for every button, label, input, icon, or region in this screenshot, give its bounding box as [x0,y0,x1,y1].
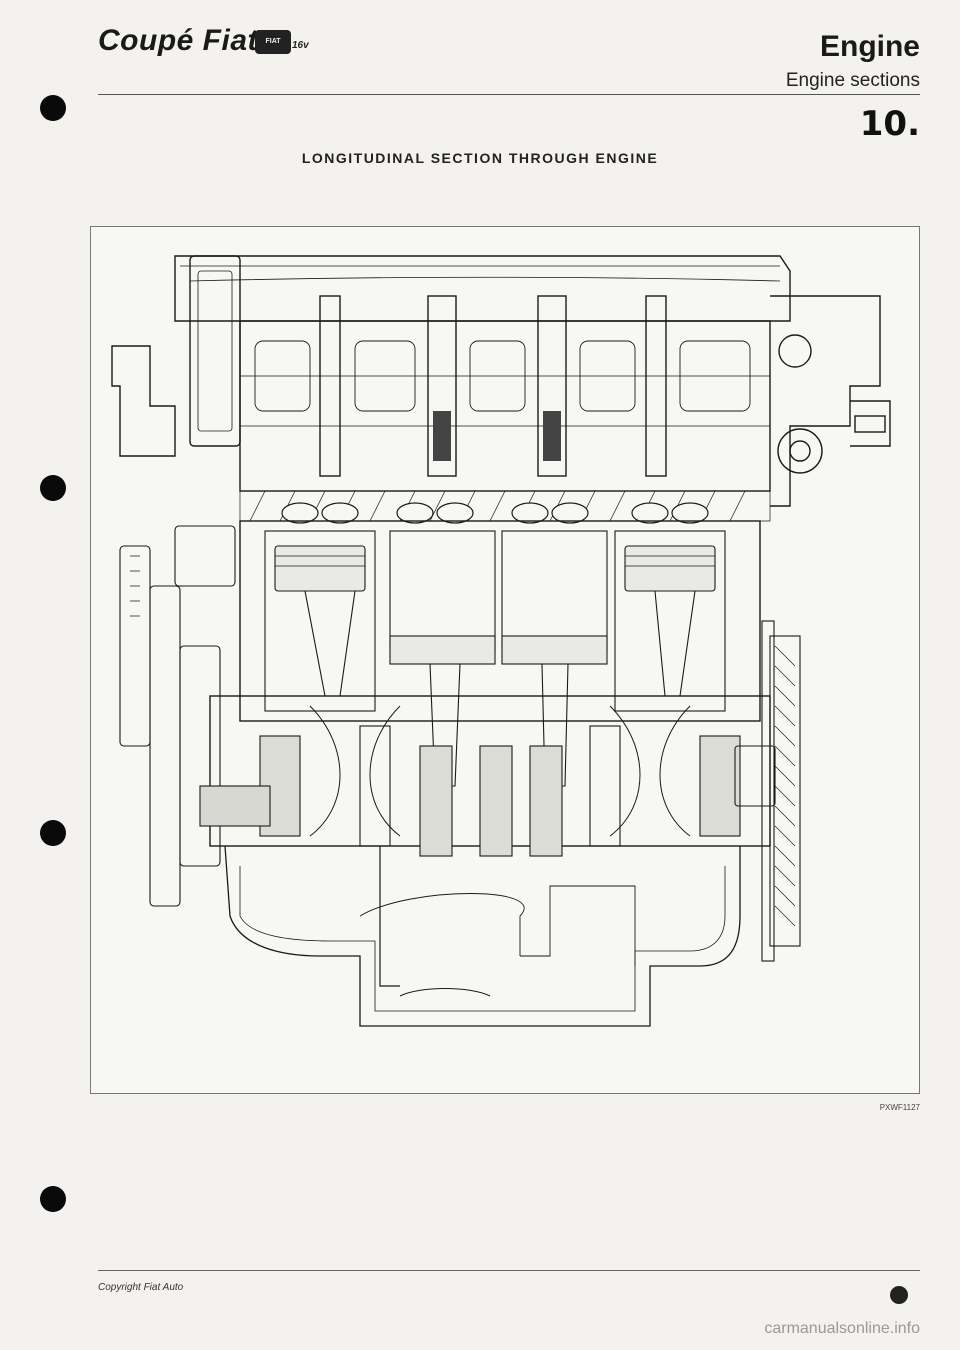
water-pump-housing [770,295,881,507]
left-bracket [111,345,176,457]
section-number: 10. [859,104,920,144]
flywheel [734,620,801,962]
binder-hole-icon [40,475,66,501]
crankshaft-pulley [119,525,271,907]
engine-section-drawing [111,255,891,1027]
corner-dot-icon [890,1286,908,1304]
figure-caption: LONGITUDINAL SECTION THROUGH ENGINE [301,150,659,166]
watermark-text: carmanualsonline.info [764,1320,920,1337]
main-bearings [259,725,741,857]
binder-hole-icon [40,820,66,846]
spark-plug-towers [319,295,667,477]
binder-hole-icon [40,95,66,121]
oil-sump [224,845,741,1027]
oil-pickup [379,846,400,987]
copyright-text: Copyright Fiat Auto [98,1282,184,1293]
fiat-logo-badge: FIAT [255,30,291,54]
footer-rule [98,1270,920,1271]
cylinder-bores [264,530,726,712]
logo-subtext: 16v [292,40,309,51]
section-title: Engine [819,30,920,63]
header-rule [98,94,920,95]
figure-code: PXWF1127 [879,1103,920,1112]
section-subtitle: Engine sections [785,70,920,91]
binder-hole-icon [40,1186,66,1212]
timing-belt-housing [189,255,241,447]
brand-title: Coupé Fiat [98,24,258,57]
